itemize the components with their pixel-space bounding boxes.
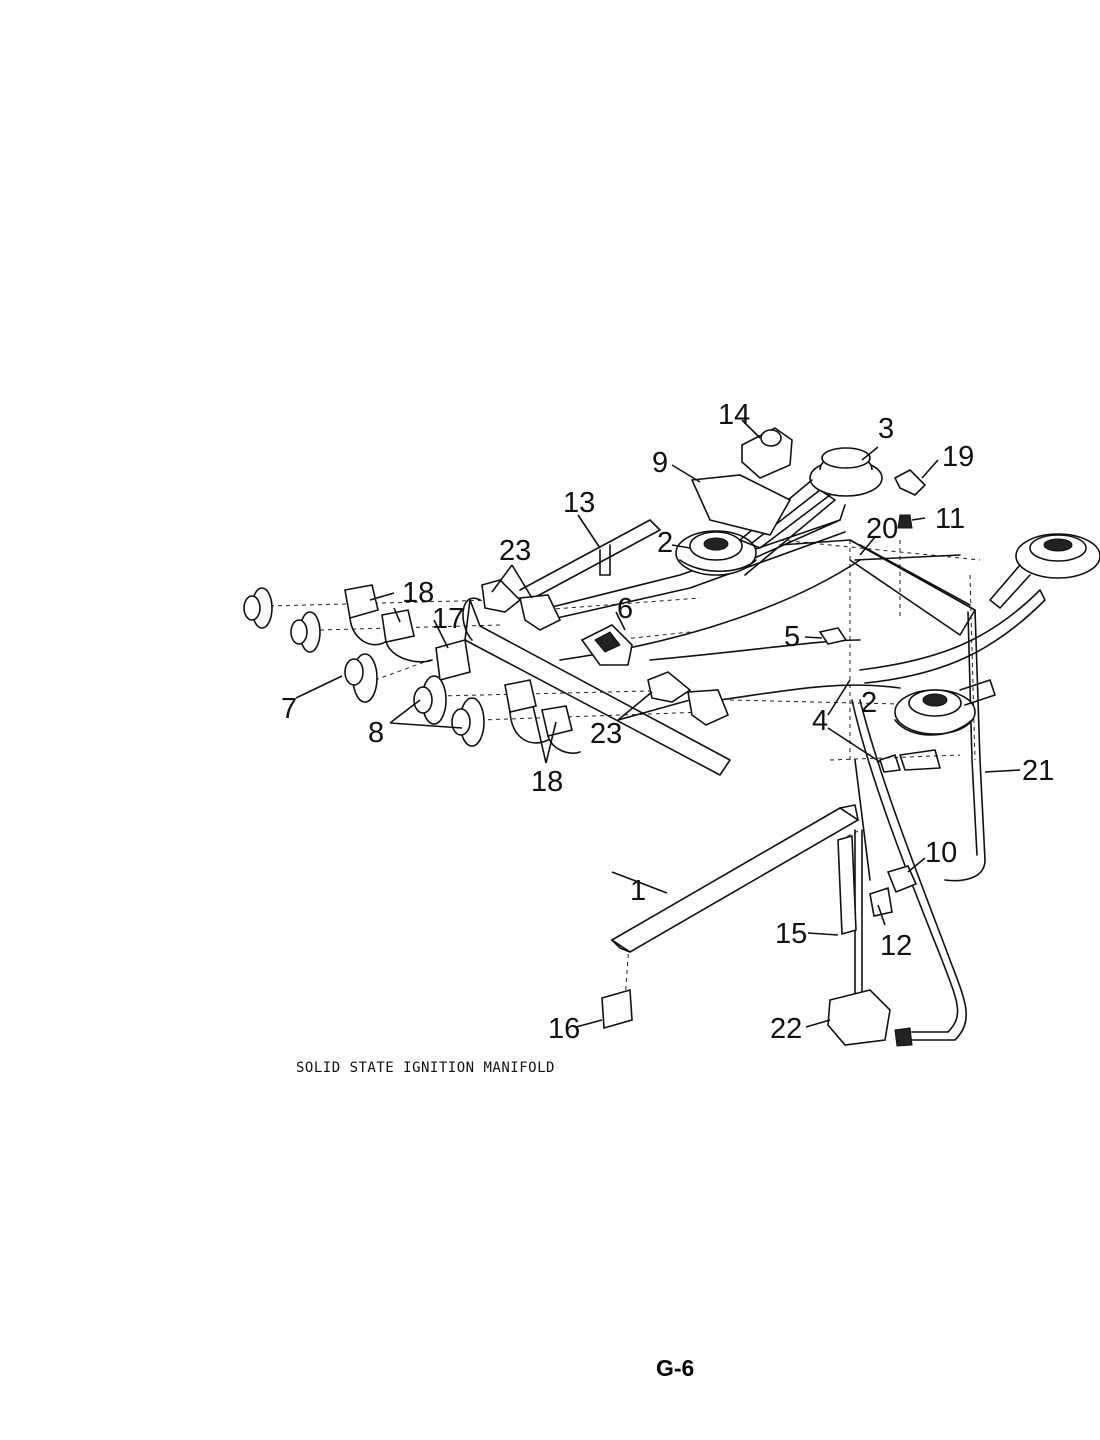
callout-16: 16 <box>548 1013 580 1045</box>
callout-1: 1 <box>630 875 646 907</box>
callout-leader-lines <box>295 419 1021 1028</box>
callout-14: 14 <box>718 399 750 431</box>
callout-22: 22 <box>770 1013 802 1045</box>
callout-11: 11 <box>935 503 965 535</box>
callout-18-bottom: 18 <box>531 766 563 798</box>
callout-19: 19 <box>942 441 974 473</box>
callout-5: 5 <box>784 621 800 653</box>
callout-23-bottom: 23 <box>590 718 622 750</box>
callout-7: 7 <box>281 693 297 725</box>
page-number: G-6 <box>656 1355 695 1381</box>
knob-disc-8a <box>413 675 447 725</box>
knob-disc-8b <box>451 697 485 747</box>
callout-23-top: 23 <box>499 535 531 567</box>
knob-disc-7 <box>344 653 378 703</box>
burner-right-front <box>879 679 996 773</box>
callout-3: 3 <box>878 413 894 445</box>
burner-assemblies <box>675 447 1100 773</box>
callout-8: 8 <box>368 717 384 749</box>
callout-9: 9 <box>652 447 668 479</box>
callout-2-right: 2 <box>861 687 877 719</box>
callout-18-top: 18 <box>402 577 434 609</box>
callout-4: 4 <box>812 705 828 737</box>
callout-17: 17 <box>432 603 464 635</box>
knob-discs <box>243 587 485 747</box>
callout-20: 20 <box>866 513 898 545</box>
manifold-tubing <box>462 489 1046 1041</box>
burner-front-left <box>675 530 757 576</box>
burner-right-rear <box>989 533 1100 609</box>
callout-10: 10 <box>925 837 957 869</box>
callout-numbers: 1 2 2 3 4 5 6 7 8 9 10 11 12 13 14 15 16… <box>281 399 1054 1045</box>
callout-15: 15 <box>775 918 807 950</box>
small-parts <box>344 427 961 1047</box>
callout-13: 13 <box>563 487 595 519</box>
diagram-caption: SOLID STATE IGNITION MANIFOLD <box>296 1060 555 1076</box>
callout-12: 12 <box>880 930 912 962</box>
callout-2-left: 2 <box>657 527 673 559</box>
knob-disc-1 <box>243 587 273 629</box>
knob-disc-2 <box>290 611 321 653</box>
callout-21: 21 <box>1022 755 1054 787</box>
callout-6: 6 <box>617 593 633 625</box>
